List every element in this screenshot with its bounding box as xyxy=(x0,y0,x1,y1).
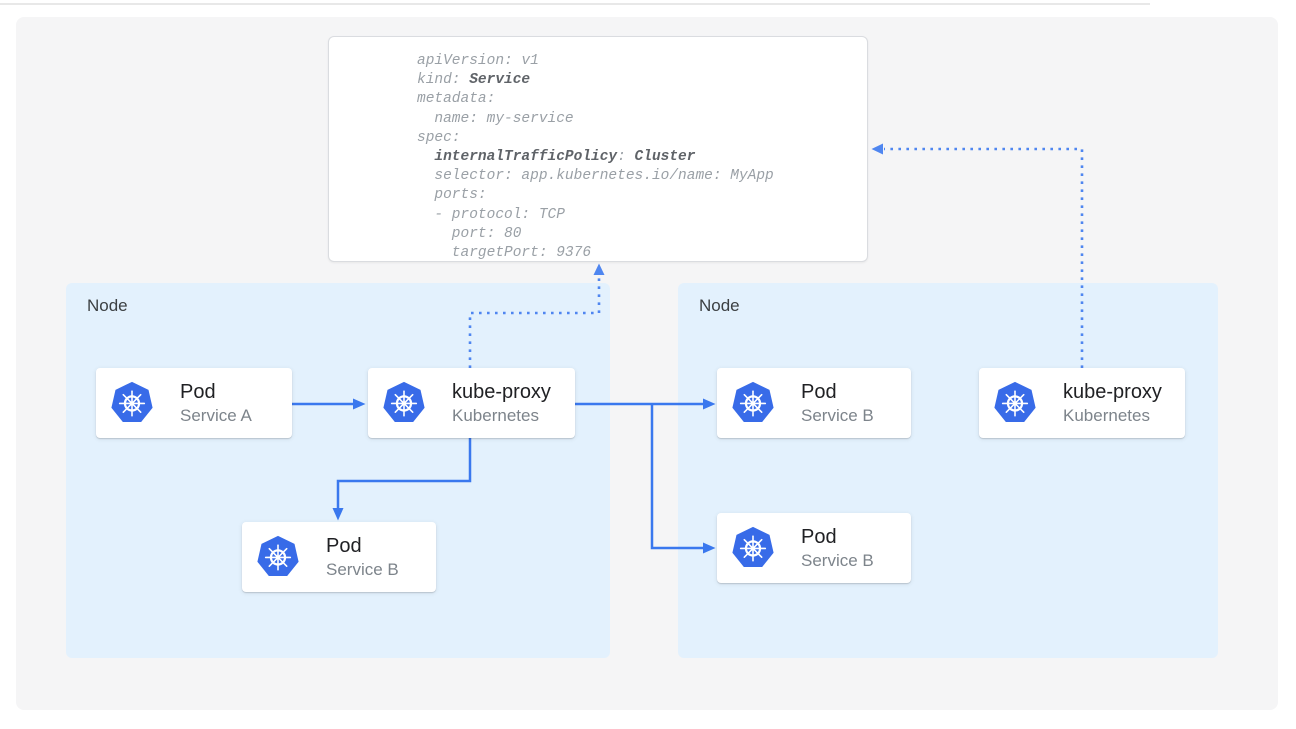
card-subtitle: Kubernetes xyxy=(1063,405,1150,425)
card-subtitle: Service A xyxy=(180,405,252,425)
kubernetes-icon xyxy=(994,381,1036,423)
card-pod-service-b-left: Pod Service B xyxy=(242,522,436,592)
node-right-label: Node xyxy=(699,296,740,315)
card-subtitle: Service B xyxy=(801,405,874,425)
card-title: Pod xyxy=(326,534,362,557)
node-right: Node xyxy=(678,283,1218,658)
card-title: Pod xyxy=(801,380,837,403)
card-title: kube-proxy xyxy=(1063,380,1162,403)
kubernetes-icon xyxy=(732,526,774,568)
card-kube-proxy-left: kube-proxy Kubernetes xyxy=(368,368,575,438)
kubernetes-icon xyxy=(111,381,153,423)
card-pod-service-b-right-bottom: Pod Service B xyxy=(717,513,911,583)
card-pod-service-b-right-top: Pod Service B xyxy=(717,368,911,438)
node-left: Node xyxy=(66,283,610,658)
card-kube-proxy-right: kube-proxy Kubernetes xyxy=(979,368,1185,438)
card-pod-service-a: Pod Service A xyxy=(96,368,292,438)
card-subtitle: Service B xyxy=(326,559,399,579)
card-title: Pod xyxy=(180,380,216,403)
card-subtitle: Service B xyxy=(801,550,874,570)
kubernetes-icon xyxy=(732,381,774,423)
card-title: kube-proxy xyxy=(452,380,551,403)
kubernetes-icon xyxy=(383,381,425,423)
card-title: Pod xyxy=(801,525,837,548)
top-divider-line xyxy=(0,3,1150,5)
node-left-label: Node xyxy=(87,296,128,315)
kubernetes-icon xyxy=(257,535,299,577)
card-subtitle: Kubernetes xyxy=(452,405,539,425)
